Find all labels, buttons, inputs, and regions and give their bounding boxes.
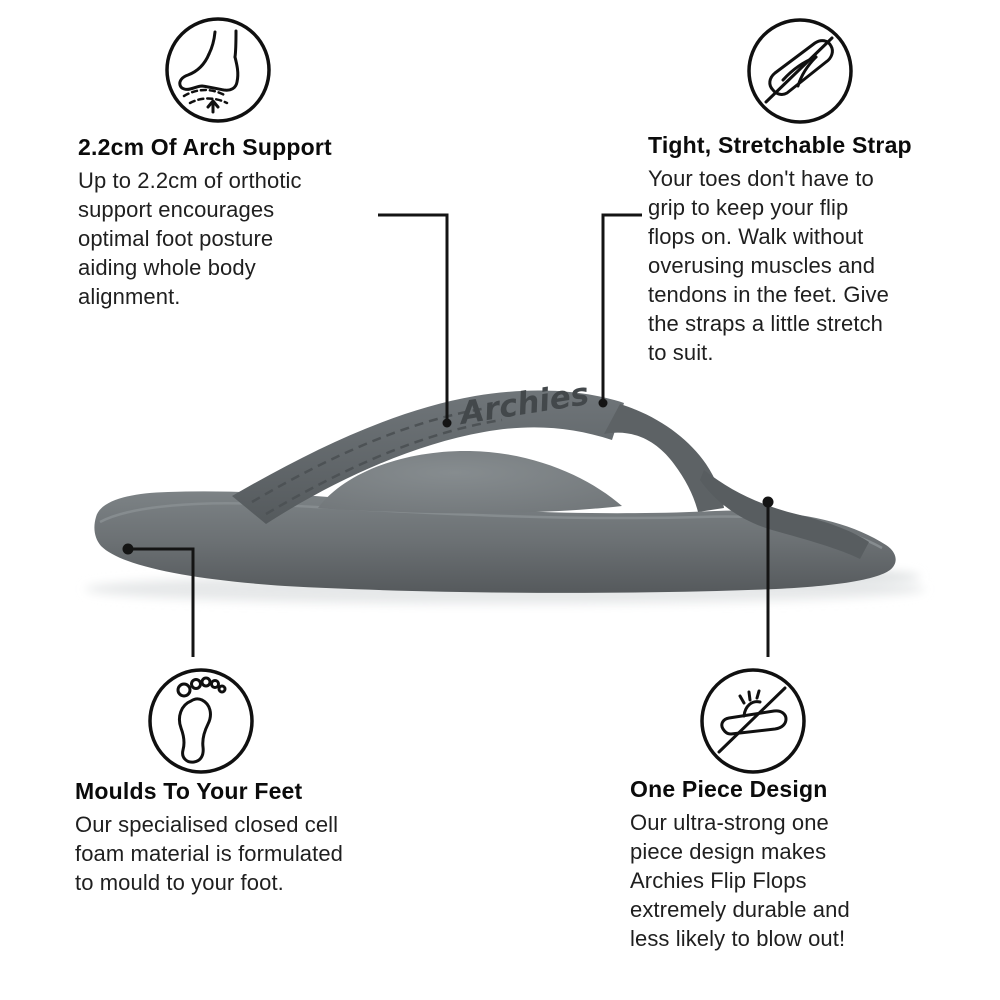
strap-far-band xyxy=(700,470,869,559)
arch-dashed-line xyxy=(182,88,228,98)
strap-texture-line xyxy=(265,418,503,516)
flip-flop-sole-outline xyxy=(768,39,834,96)
prohibition-slash xyxy=(717,686,787,754)
callout-body-arch-support: Up to 2.2cm of orthotic support encourag… xyxy=(78,168,302,309)
foot-outline xyxy=(178,52,240,92)
toe-4 xyxy=(210,679,220,689)
callout-title-arch-support: 2.2cm Of Arch Support xyxy=(78,134,332,160)
strap-front-band xyxy=(604,404,724,512)
callout-body-moulds: Our specialised closed cell foam materia… xyxy=(75,812,344,895)
leg-back-line xyxy=(233,29,238,59)
icon-ring xyxy=(165,17,271,123)
anchor-dot-moulds xyxy=(122,543,134,555)
connector-arch-support xyxy=(378,213,449,422)
anchor-dot-arch-support xyxy=(442,418,452,428)
broken-strap-line xyxy=(742,700,762,718)
footprint-icon xyxy=(148,668,254,774)
arrow-up-head xyxy=(206,99,220,109)
icon-ring xyxy=(700,668,806,774)
leg-front-line xyxy=(207,30,217,56)
flip-flop-sole-outline xyxy=(720,709,788,736)
callout-title-moulds: Moulds To Your Feet xyxy=(75,778,303,804)
foot-arch-icon xyxy=(165,17,271,123)
callout-title-stretch-strap: Tight, Stretchable Strap xyxy=(648,132,912,158)
no-blowout-icon xyxy=(700,668,806,774)
strap-line-right xyxy=(796,55,818,88)
burst-line-3 xyxy=(755,689,761,700)
toe-2 xyxy=(190,678,202,690)
anchor-dot-stretch-strap xyxy=(598,398,608,408)
strap-back-band xyxy=(232,390,624,524)
icon-ring xyxy=(747,18,853,124)
anchor-dot-one-piece xyxy=(762,496,774,508)
callout-body-stretch-strap: Your toes don't have to grip to keep you… xyxy=(648,166,889,365)
prohibition-slash xyxy=(764,36,834,104)
connector-moulds xyxy=(128,547,195,657)
burst-line-2 xyxy=(747,690,752,702)
icon-ring xyxy=(148,668,254,774)
toe-5 xyxy=(217,684,227,694)
callout-stretch-strap: Tight, Stretchable Strap Your toes don't… xyxy=(648,132,968,367)
callout-body-one-piece: Our ultra-strong one piece design makes … xyxy=(630,810,850,951)
callout-arch-support: 2.2cm Of Arch Support Up to 2.2cm of ort… xyxy=(78,134,398,311)
callout-moulds: Moulds To Your Feet Our specialised clos… xyxy=(75,778,435,897)
callout-one-piece: One Piece Design Our ultra-strong one pi… xyxy=(630,776,960,953)
no-tight-strap-icon xyxy=(747,18,853,124)
arch-dome xyxy=(318,450,622,514)
toe-big xyxy=(176,682,192,698)
ground-dashed-line xyxy=(188,97,229,105)
toe-3 xyxy=(200,676,212,688)
callout-title-one-piece: One Piece Design xyxy=(630,776,828,802)
burst-line-1 xyxy=(738,694,746,705)
connector-stretch-strap xyxy=(601,213,642,402)
strap-texture-line xyxy=(251,406,489,504)
footprint-sole-outline xyxy=(177,697,212,764)
